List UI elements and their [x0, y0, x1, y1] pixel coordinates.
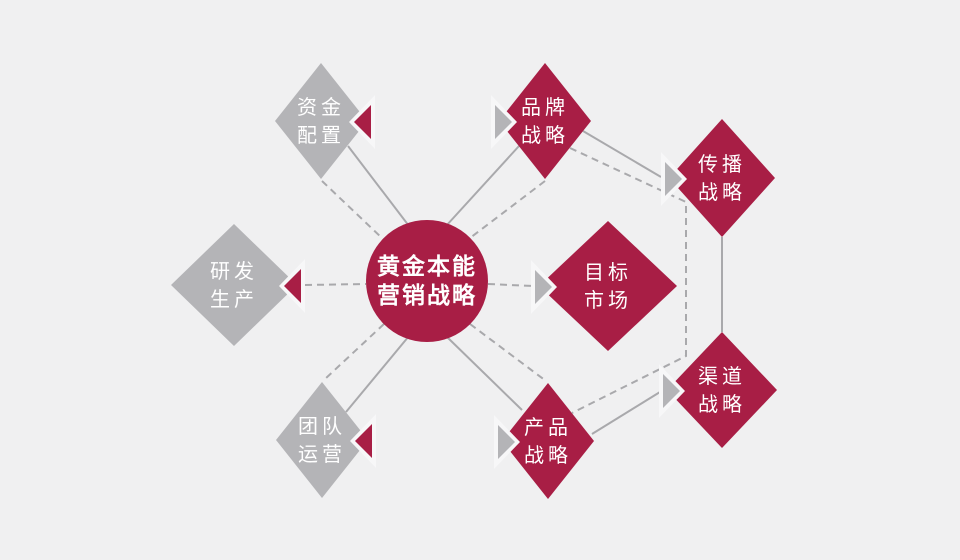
rd-production-label-line2: 生产 — [210, 287, 258, 311]
product-strategy-label-line2: 战略 — [524, 443, 572, 467]
team-operations-label-line1: 团队 — [298, 414, 346, 438]
team-operations-label-line2: 运营 — [298, 442, 346, 466]
node-target-market: 目标 市场 — [531, 221, 677, 351]
channel-strategy-label-line2: 战略 — [698, 392, 746, 416]
channel-strategy-arrow-icon — [663, 374, 680, 408]
product-strategy-arrow-icon — [498, 425, 515, 459]
channel-strategy-label-line1: 渠道 — [698, 364, 746, 388]
funding-allocation-label-line1: 资金 — [297, 95, 345, 119]
node-core-strategy: 黄金本能 营销战略 — [366, 220, 488, 342]
channel-strategy-diamond — [667, 332, 777, 448]
product-strategy-diamond — [502, 383, 594, 499]
target-market-arrow-icon — [535, 270, 552, 304]
node-channel-strategy: 渠道 战略 — [659, 332, 777, 448]
link-team-center-dashed — [324, 323, 385, 380]
link-funding-center-solid — [347, 145, 410, 227]
target-market-label-line2: 市场 — [584, 288, 632, 312]
node-product-strategy: 产品 战略 — [494, 383, 594, 499]
funding-allocation-diamond — [275, 63, 367, 179]
communication-strategy-label-line1: 传播 — [698, 152, 746, 176]
communication-strategy-arrow-icon — [665, 162, 682, 196]
link-team-center-solid — [345, 335, 410, 413]
product-strategy-label-line1: 产品 — [524, 415, 572, 439]
link-rd-center-dashed — [304, 283, 367, 286]
link-product-center-solid — [445, 335, 523, 411]
brand-strategy-diamond — [499, 63, 591, 179]
link-brand-center-solid — [445, 145, 520, 227]
brand-strategy-label-line2: 战略 — [521, 123, 569, 147]
node-team-operations: 团队 运营 — [276, 382, 376, 498]
node-rd-production: 研发 生产 — [171, 224, 305, 346]
node-communication-strategy: 传播 战略 — [661, 119, 775, 237]
core-strategy-circle — [366, 220, 488, 342]
link-funding-center-dashed — [321, 180, 384, 240]
node-funding-allocation: 资金 配置 — [275, 63, 375, 179]
communication-strategy-diamond — [669, 119, 775, 237]
node-brand-strategy: 品牌 战略 — [491, 63, 591, 179]
link-brand-communication-solid — [582, 130, 662, 178]
funding-allocation-arrow-icon — [354, 105, 371, 139]
link-brand-center-dashed — [469, 180, 546, 239]
target-market-diamond — [539, 221, 677, 351]
link-right-ring-dashed — [569, 147, 687, 414]
funding-allocation-label-line2: 配置 — [297, 123, 345, 147]
team-operations-arrow-icon — [355, 424, 372, 458]
core-strategy-label-line1: 黄金本能 — [377, 253, 477, 280]
link-product-channel-solid — [591, 391, 661, 435]
team-operations-diamond — [276, 382, 368, 498]
connector-lines — [304, 130, 723, 435]
link-center-target-dashed — [487, 283, 534, 287]
rd-production-label-line1: 研发 — [210, 259, 258, 283]
brand-strategy-label-line1: 品牌 — [521, 95, 569, 119]
brand-strategy-arrow-icon — [495, 105, 512, 139]
rd-production-diamond — [171, 224, 297, 346]
communication-strategy-label-line2: 战略 — [698, 180, 746, 204]
rd-production-arrow-icon — [284, 269, 301, 303]
core-strategy-label-line2: 营销战略 — [377, 282, 477, 309]
target-market-label-line1: 目标 — [584, 260, 632, 284]
link-product-center-dashed — [469, 323, 547, 382]
